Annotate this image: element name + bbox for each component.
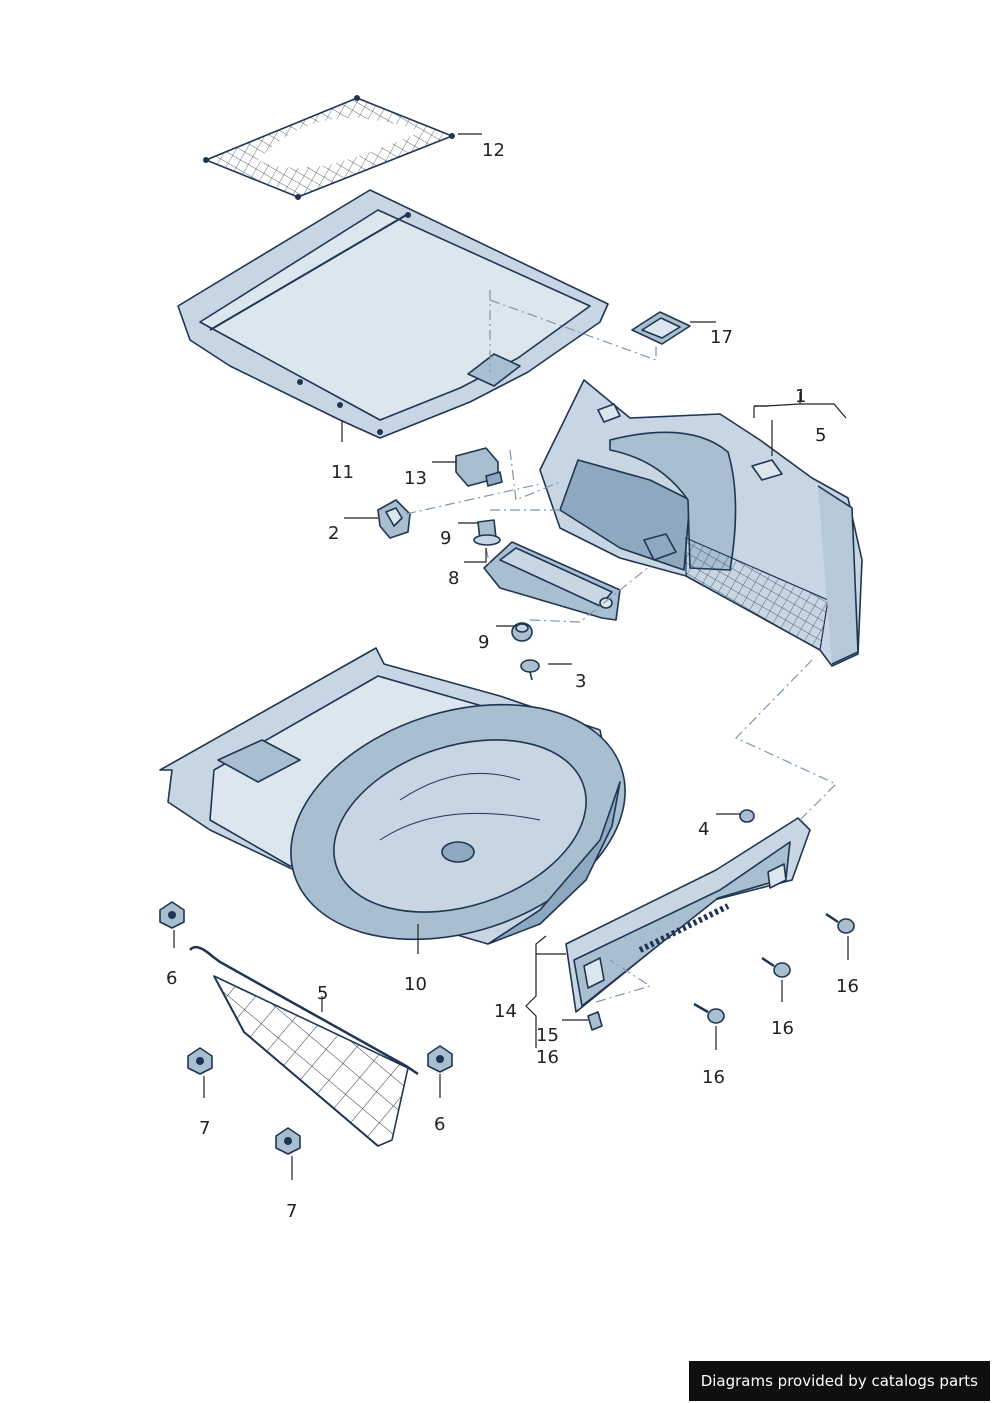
- leader-lines: [173, 133, 849, 1180]
- part-14-loading-sill-trim: [565, 817, 811, 1013]
- callout-6-upper: 6: [166, 968, 177, 989]
- part-10-spare-wheel-well: [159, 647, 626, 945]
- part-3-screw: [520, 659, 540, 681]
- callout-6-lower: 6: [434, 1114, 445, 1135]
- callout-labels: 12 17 11 13 1 5 2 9 8 9 3 4 10 6 5 14 15…: [166, 140, 859, 1222]
- part-11-floor-panel: [177, 189, 609, 439]
- part-4-clip: [739, 809, 755, 823]
- part-13-lamp: [455, 447, 503, 487]
- callout-1: 1: [795, 386, 806, 407]
- part-16-screw-a: [693, 1002, 725, 1024]
- callout-16-right: 16: [836, 976, 859, 997]
- part-2-bracket: [377, 499, 411, 539]
- part-6-nut-upper: [159, 901, 185, 929]
- part-9-clip-lower: [511, 622, 533, 642]
- callout-4: 4: [698, 819, 709, 840]
- part-7-nut-lower: [275, 1127, 301, 1155]
- credit-banner: Diagrams provided by catalogs parts: [688, 1361, 990, 1401]
- assembly-lines: [405, 290, 838, 1003]
- part-6-nut-lower: [427, 1045, 453, 1073]
- credit-text: Diagrams provided by catalogs parts: [700, 1372, 978, 1390]
- callout-2: 2: [328, 523, 339, 544]
- callout-9-lower: 9: [478, 632, 489, 653]
- callout-15: 15: [536, 1025, 559, 1046]
- part-16-screw-c: [825, 912, 855, 934]
- callout-14: 14: [494, 1001, 517, 1022]
- callout-16-left: 16: [702, 1067, 725, 1088]
- callout-13: 13: [404, 468, 427, 489]
- callout-5-upper: 5: [815, 425, 826, 446]
- callout-17: 17: [710, 327, 733, 348]
- callout-5-lower: 5: [317, 983, 328, 1004]
- callout-3: 3: [575, 671, 586, 692]
- callout-16-sill: 16: [536, 1047, 559, 1068]
- part-15-clip: [587, 1011, 603, 1031]
- callout-7-lower: 7: [286, 1201, 297, 1222]
- part-9-clip-upper: [473, 519, 501, 546]
- part-1-side-trim-panel: [539, 379, 863, 667]
- callout-8: 8: [448, 568, 459, 589]
- part-7-nut-upper: [187, 1047, 213, 1075]
- callout-7-upper: 7: [199, 1118, 210, 1139]
- part-12-cargo-net: [203, 95, 455, 200]
- part-5-luggage-net: [189, 945, 419, 1147]
- callout-16-mid: 16: [771, 1018, 794, 1039]
- callout-9-upper: 9: [440, 528, 451, 549]
- callout-11: 11: [331, 462, 354, 483]
- part-17-cover: [631, 311, 691, 345]
- callout-12: 12: [482, 140, 505, 161]
- part-8-trim-strip: [483, 541, 621, 621]
- callout-10: 10: [404, 974, 427, 995]
- part-16-screw-b: [761, 956, 791, 978]
